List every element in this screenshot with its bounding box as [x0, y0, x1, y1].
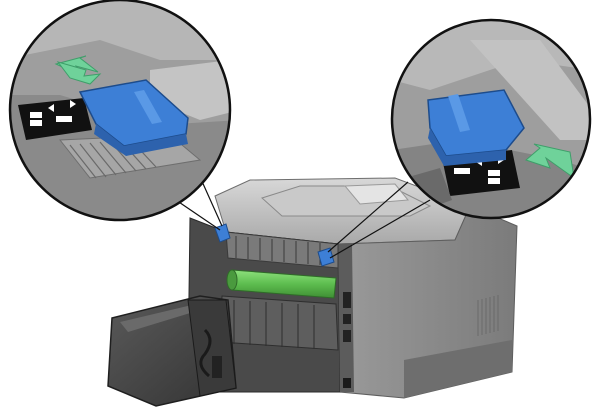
fuser-lever-right	[317, 247, 335, 267]
fuser-unit	[214, 223, 339, 351]
side-vents	[477, 295, 499, 336]
transfer-roller	[226, 269, 337, 299]
push-arrow-left	[54, 55, 102, 85]
label-symbols	[30, 100, 76, 126]
blue-lever-right	[427, 89, 525, 157]
lever-label-plate	[18, 98, 92, 140]
rear-connectors	[343, 292, 351, 388]
rear-door-open	[107, 295, 237, 407]
push-arrow-right	[525, 143, 575, 180]
callout-left	[8, 0, 232, 222]
callout-right	[390, 18, 592, 220]
